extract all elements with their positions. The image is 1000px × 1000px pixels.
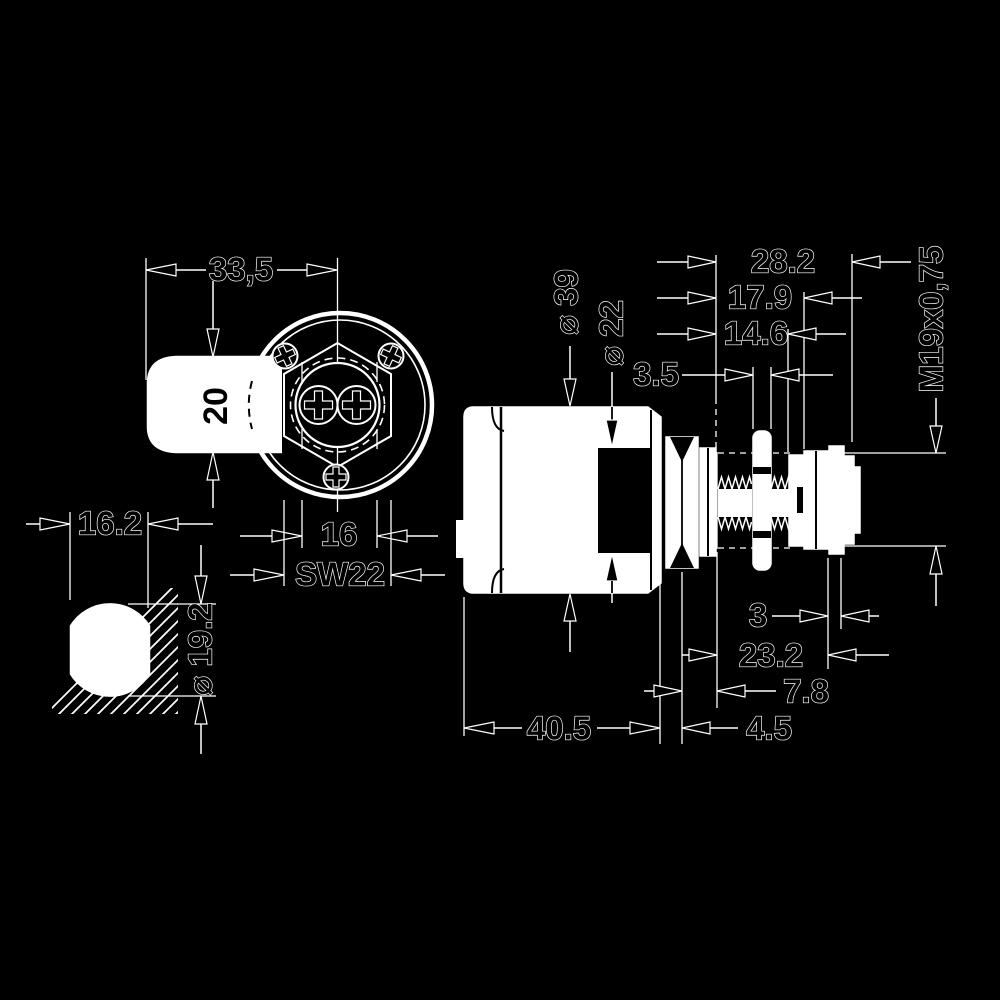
phillips-cross-icon bbox=[273, 344, 297, 368]
dimension-16: 16 bbox=[240, 500, 438, 553]
arrowhead bbox=[799, 609, 829, 623]
dimension-3-5: 3.5 bbox=[632, 355, 833, 393]
phillips-cross-icon bbox=[379, 344, 403, 368]
dimension-23-2: 23.2 bbox=[682, 636, 889, 674]
body-tab-bottom bbox=[491, 568, 505, 594]
dimension-22: ⌀ 22 bbox=[592, 299, 630, 603]
arrowhead bbox=[687, 255, 717, 269]
dimension-28-2: 28.2 bbox=[657, 242, 911, 280]
arrowhead bbox=[271, 529, 303, 543]
dimension-3: 3 bbox=[748, 596, 879, 634]
dimension-39: ⌀ 39 bbox=[547, 268, 585, 652]
panel-cutout-view: 16.2 ⌀ 19.2 bbox=[26, 504, 219, 754]
dimension-17-9: 17.9 bbox=[657, 278, 862, 316]
dimension-sw22: SW22 bbox=[230, 500, 445, 593]
thread-core bbox=[718, 489, 752, 517]
arrowhead bbox=[653, 684, 683, 698]
front-view: 20 bbox=[145, 250, 445, 593]
thread-teeth-top bbox=[717, 474, 753, 492]
arrowhead bbox=[194, 575, 208, 605]
arrowhead bbox=[724, 368, 754, 382]
dim-39-label: ⌀ 39 bbox=[548, 269, 585, 335]
dimension-19-2: ⌀ 19.2 bbox=[128, 545, 219, 754]
ring-d bbox=[844, 455, 855, 545]
dimension-m19: M19x0,75 bbox=[820, 245, 950, 606]
lever-width-label: 20 bbox=[197, 387, 235, 425]
arrowhead bbox=[605, 419, 619, 448]
dimension-14-6: 14.6 bbox=[657, 314, 846, 352]
dimension-33-5: 33,5 bbox=[145, 250, 338, 380]
phillips-cross-icon bbox=[325, 466, 347, 488]
arrowhead bbox=[929, 425, 943, 454]
dim-16-2-label: 16.2 bbox=[78, 505, 142, 542]
dimension-40-5: 40.5 bbox=[463, 709, 661, 747]
mounting-screws bbox=[271, 342, 405, 491]
dim-3-5-label: 3.5 bbox=[633, 356, 679, 393]
side-view: 28.2 17.9 14.6 3.5 bbox=[456, 242, 950, 747]
dimension-4-5: 4.5 bbox=[681, 709, 793, 747]
arrowhead bbox=[687, 327, 717, 341]
arrowhead bbox=[206, 328, 220, 358]
dim-28-2-label: 28.2 bbox=[751, 243, 815, 280]
arrowhead bbox=[563, 378, 577, 407]
body-tab-top bbox=[491, 406, 505, 432]
arrowhead bbox=[306, 263, 338, 277]
thread-teeth-bottom bbox=[717, 514, 753, 532]
dim-33-5-label: 33,5 bbox=[209, 251, 273, 288]
dim-22-label: ⌀ 22 bbox=[593, 300, 630, 366]
arrowhead bbox=[687, 291, 717, 305]
ring-c bbox=[828, 445, 845, 555]
cam-lever-outline bbox=[146, 355, 282, 454]
double-d-cutout bbox=[69, 603, 151, 697]
dim-17-9-label: 17.9 bbox=[728, 279, 792, 316]
dim-7-8-label: 7.8 bbox=[783, 673, 829, 710]
arrowhead bbox=[629, 721, 661, 735]
dim-23-2-label: 23.2 bbox=[739, 637, 803, 674]
dimension-20 bbox=[206, 281, 220, 508]
dim-14-6-label: 14.6 bbox=[724, 315, 788, 352]
dim-sw22-label: SW22 bbox=[295, 556, 385, 593]
arrowhead bbox=[39, 517, 71, 531]
thread-core bbox=[771, 489, 790, 517]
cylinder-bore bbox=[598, 448, 651, 553]
phillips-cross-icon bbox=[341, 390, 372, 420]
dim-40-5-label: 40.5 bbox=[527, 710, 591, 747]
arrowhead bbox=[688, 648, 718, 662]
key-cylinder-screws bbox=[298, 385, 377, 425]
cam-boss bbox=[456, 520, 465, 558]
thread-circle-dashed bbox=[289, 357, 386, 453]
ring-a-notch bbox=[797, 487, 803, 513]
cam-lever bbox=[148, 357, 282, 452]
dimension-7-8: 7.8 bbox=[644, 672, 830, 710]
dim-3-label: 3 bbox=[749, 597, 767, 634]
cone-washer bbox=[665, 436, 699, 569]
dim-m19-label: M19x0,75 bbox=[913, 246, 950, 393]
ring-e bbox=[854, 466, 861, 534]
hidden-flange-edge bbox=[247, 380, 253, 430]
bezel-ring-stack bbox=[788, 445, 861, 555]
serrated-washer bbox=[752, 430, 772, 571]
lock-body bbox=[456, 406, 662, 594]
phillips-cross-icon bbox=[303, 390, 334, 420]
dimension-16-2: 16.2 bbox=[26, 504, 213, 608]
arrowhead bbox=[253, 568, 285, 582]
spacer-rings bbox=[699, 447, 717, 557]
dim-19-2-label: ⌀ 19.2 bbox=[182, 602, 219, 695]
dim-4-5-label: 4.5 bbox=[746, 710, 792, 747]
dim-16-label: 16 bbox=[321, 516, 358, 553]
